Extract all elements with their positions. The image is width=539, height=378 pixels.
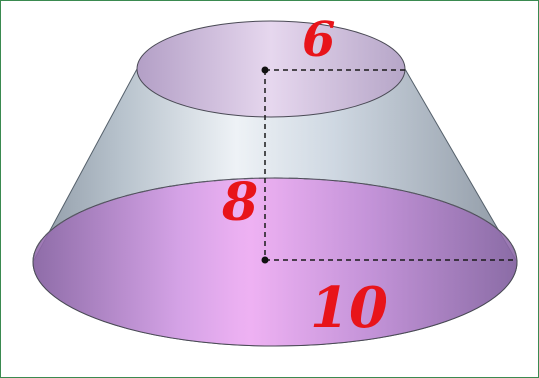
bottom-center-point	[261, 256, 269, 264]
height-label: 8	[221, 172, 258, 233]
frustum-top-base	[136, 20, 406, 118]
frustum-bottom-base	[32, 177, 518, 347]
top-center-point	[261, 66, 269, 74]
top-radius-label: 6	[302, 12, 335, 68]
bottom-radius-label: 10	[310, 275, 388, 341]
bottom-base-hidden-edge	[32, 177, 518, 263]
